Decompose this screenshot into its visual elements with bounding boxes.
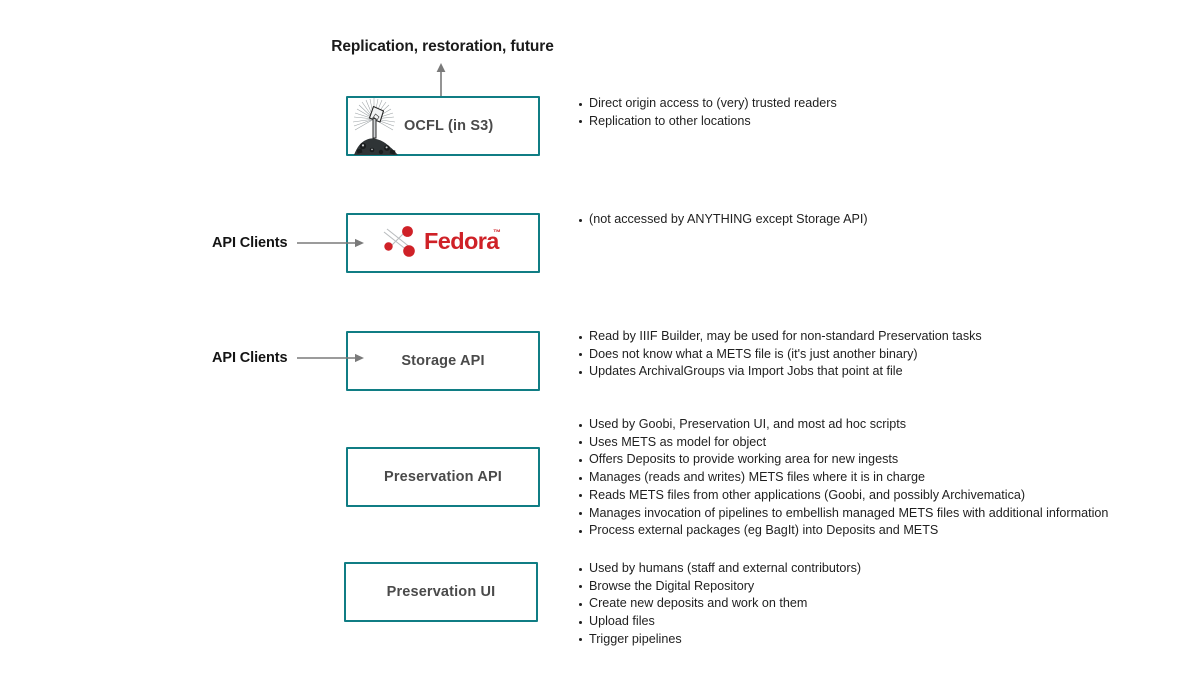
node-fedora[interactable]: Fedora ™ [346, 213, 540, 273]
list-item: Direct origin access to (very) trusted r… [578, 96, 837, 111]
replication-up-arrow-icon [436, 63, 446, 100]
list-item: Read by IIIF Builder, may be used for no… [578, 329, 982, 344]
node-preservation-ui-label: Preservation UI [386, 584, 496, 600]
client-fedora-label: API Clients [212, 235, 288, 251]
annotations-storage-api: Read by IIIF Builder, may be used for no… [578, 329, 982, 382]
client-storage-label: API Clients [212, 350, 288, 366]
list-item: Trigger pipelines [578, 632, 861, 647]
list-item: Upload files [578, 614, 861, 629]
list-item: Process external packages (eg BagIt) int… [578, 523, 1108, 538]
annotations-preservation-ui: Used by humans (staff and external contr… [578, 561, 861, 650]
list-item: Browse the Digital Repository [578, 579, 861, 594]
list-item: Updates ArchivalGroups via Import Jobs t… [578, 364, 982, 379]
annotations-fedora: (not accessed by ANYTHING except Storage… [578, 212, 868, 230]
list-item: Used by humans (staff and external contr… [578, 561, 861, 576]
node-ocfl-label: OCFL (in S3) [404, 118, 494, 134]
node-preservation-api-label: Preservation API [384, 469, 502, 485]
list-item: (not accessed by ANYTHING except Storage… [578, 212, 868, 227]
node-storage-api[interactable]: Storage API [346, 331, 540, 391]
list-item: Manages (reads and writes) METS files wh… [578, 470, 1108, 485]
node-storage-api-label: Storage API [401, 353, 485, 369]
list-item: Create new deposits and work on them [578, 596, 861, 611]
node-preservation-ui[interactable]: Preservation UI [344, 562, 538, 622]
list-item: Used by Goobi, Preservation UI, and most… [578, 417, 1108, 432]
arrow-right-icon [297, 238, 365, 248]
node-preservation-api[interactable]: Preservation API [346, 447, 540, 507]
list-item: Uses METS as model for object [578, 435, 1108, 450]
page-title: Replication, restoration, future [331, 38, 554, 55]
list-item: Reads METS files from other applications… [578, 488, 1108, 503]
list-item: Manages invocation of pipelines to embel… [578, 506, 1108, 521]
client-storage: API Clients [212, 348, 365, 368]
list-item: Offers Deposits to provide working area … [578, 452, 1108, 467]
list-item: Does not know what a METS file is (it's … [578, 347, 982, 362]
annotations-ocfl: Direct origin access to (very) trusted r… [578, 96, 837, 131]
svg-text:™: ™ [493, 228, 501, 237]
svg-text:Fedora: Fedora [424, 228, 500, 254]
node-ocfl[interactable]: OCFL (in S3) [346, 96, 540, 156]
annotations-preservation-api: Used by Goobi, Preservation UI, and most… [578, 417, 1108, 541]
list-item: Replication to other locations [578, 114, 837, 129]
fedora-logo-icon: Fedora ™ [383, 226, 501, 257]
arrow-right-icon [297, 353, 365, 363]
client-fedora: API Clients [212, 233, 365, 253]
